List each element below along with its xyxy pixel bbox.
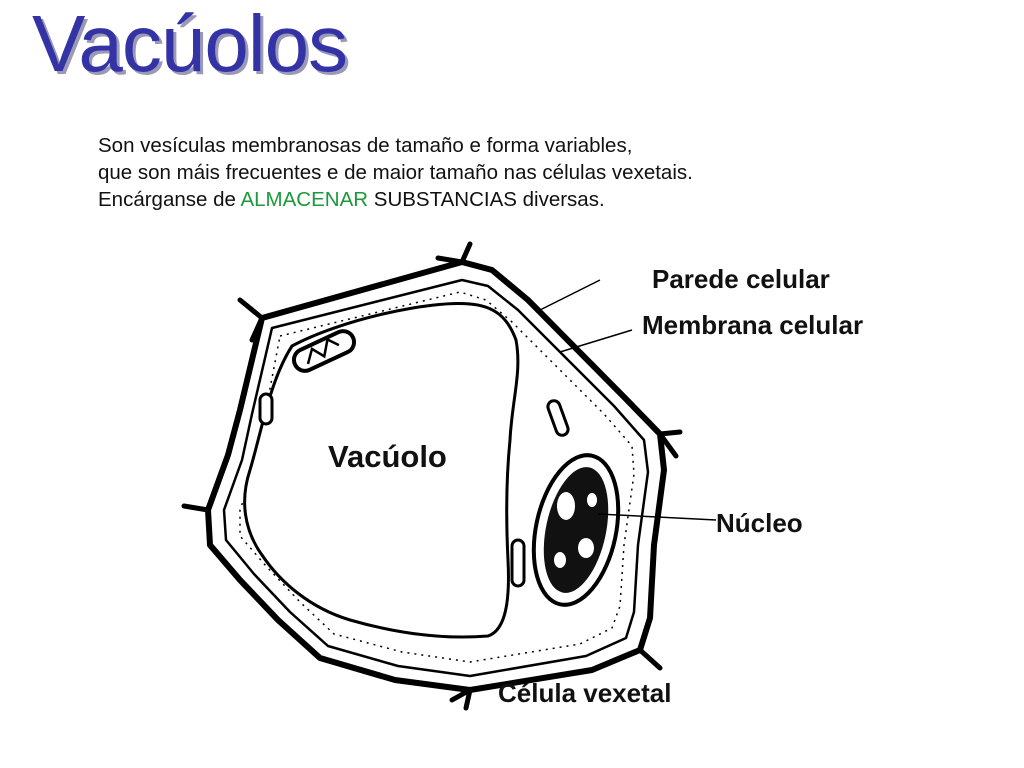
description-line-3-start: Encárganse de <box>98 188 241 211</box>
label-cell-wall: Parede celular <box>652 264 830 294</box>
description-line-3-end: SUBSTANCIAS diversas. <box>368 188 605 211</box>
label-nucleus: Núcleo <box>716 508 803 538</box>
label-vacuole: Vacúolo <box>328 439 447 474</box>
description: Son vesículas membranosas de tamaño e fo… <box>98 132 693 213</box>
slide-title: Vacúolos <box>32 0 348 88</box>
leader-cell-wall <box>535 279 601 313</box>
organelle-top-left <box>291 329 357 373</box>
cell-wall-inner <box>222 278 650 678</box>
vacuole-shape <box>243 302 520 639</box>
cell-membrane <box>239 291 635 663</box>
leader-cell-membrane <box>559 329 633 353</box>
description-line-1: Son vesículas membranosas de tamaño e fo… <box>98 134 633 157</box>
description-line-2: que son máis frecuentes e de maior tamañ… <box>98 161 693 184</box>
organelle-lower <box>510 538 526 588</box>
cell-wall-outer <box>205 259 667 693</box>
nucleus <box>531 453 621 607</box>
organelle-right <box>546 399 570 437</box>
description-line-3: Encárganse de ALMACENAR SUBSTANCIAS dive… <box>98 186 693 213</box>
label-cell-membrane: Membrana celular <box>642 310 864 340</box>
neighbor-walls <box>181 241 683 711</box>
highlight-almacenar: ALMACENAR <box>240 188 369 211</box>
leader-nucleus <box>597 513 717 521</box>
organelle-left <box>258 392 274 426</box>
label-plant-cell: Célula vexetal <box>498 678 672 708</box>
